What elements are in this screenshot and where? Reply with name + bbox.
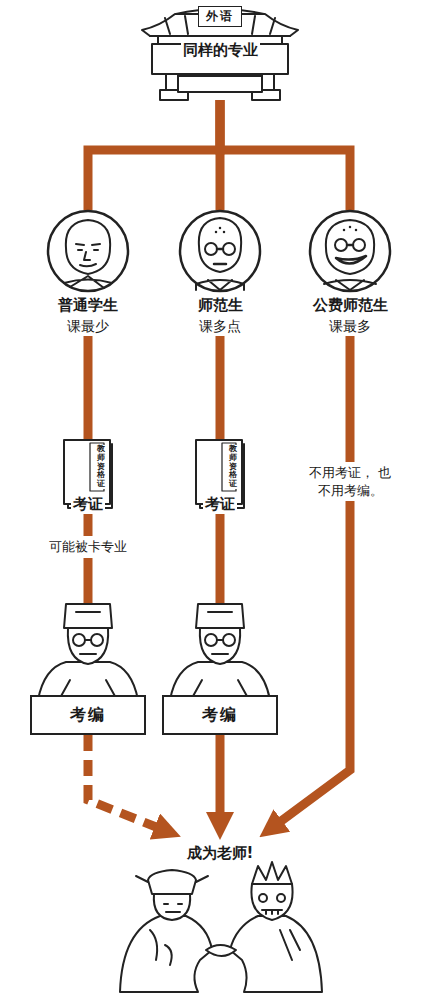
book-cover-title: 教师资格证 [229,445,237,489]
exam-desk: 考编 [162,695,278,735]
node-title: 成为老师! [187,844,254,863]
node-title: 公费师范生 [313,296,388,315]
flow-connector [216,336,225,440]
examiner-figures [38,604,270,700]
handshake-illustration [120,862,322,992]
node-note: 同样的专业 [181,41,260,60]
node-note: 课最少 [67,318,109,336]
edge-note: 可能被卡专业 [47,536,129,558]
student-portraits [48,211,390,291]
flow-connector [216,735,225,824]
flow-connector [88,100,220,210]
node-title: 考编 [70,705,106,726]
node-title: 考编 [202,705,238,726]
node-title: 外语 [198,6,242,27]
flow-connector [272,336,350,828]
book-cover-title: 教师资格证 [97,445,105,489]
node-note: 课多点 [199,318,241,336]
node-title: 考证 [203,495,237,514]
certificate-book: 考证 [194,440,246,514]
student-circle: 普通学生课最少 [38,210,138,336]
node-title: 普通学生 [58,296,118,315]
node-title: 师范生 [198,296,243,315]
certificate-book: 考证 [62,440,114,514]
goal-text: 成为老师! [165,838,275,863]
exam-desk: 考编 [30,695,146,735]
flow-connector [220,100,350,210]
student-circle: 公费师范生课最多 [300,210,400,336]
node-title: 考证 [71,495,105,514]
flow-connector [88,735,166,831]
gate-sign: 外语同样的专业 [152,6,288,100]
student-circle: 师范生课多点 [170,210,270,336]
node-note: 课最多 [329,318,371,336]
edge-note: 不用考证， 也不用考编。 [302,462,398,501]
flow-connector [84,336,93,440]
